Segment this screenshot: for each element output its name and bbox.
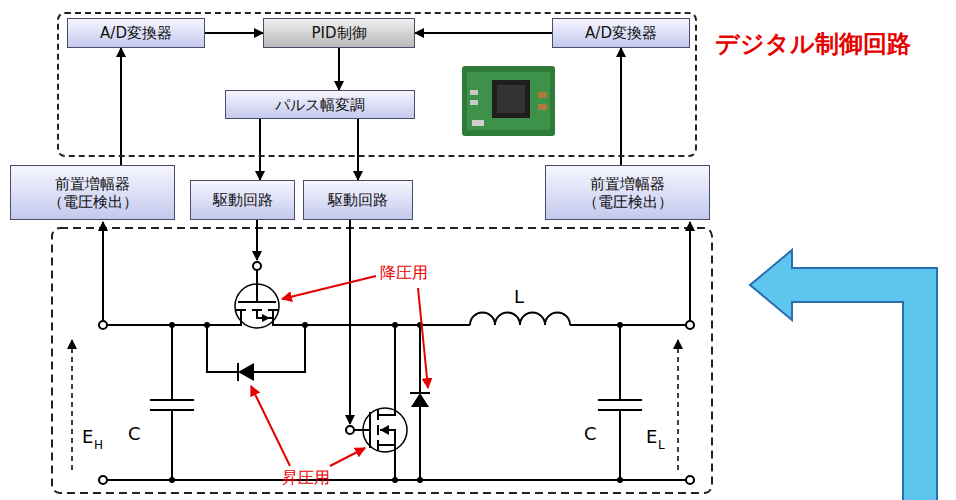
box-label: 駆動回路: [328, 191, 388, 209]
terminals: [99, 262, 694, 484]
signal-arrow: [620, 48, 622, 165]
role-label: 降圧用: [380, 263, 428, 282]
signal-arrow: [357, 119, 359, 180]
voltage-subscript: H: [94, 438, 103, 452]
voltage-subscript: L: [658, 438, 665, 452]
signal-arrow: [338, 48, 340, 90]
modulator-box: パルス幅変調: [225, 90, 415, 119]
part-name: C: [584, 423, 597, 445]
box-label: 前置増幅器 （電圧検出）: [40, 175, 145, 211]
box-label: A/D変換器: [100, 24, 172, 42]
box-label: PID制御: [311, 24, 366, 42]
junction-dots: [169, 322, 623, 483]
region-title: デジタル制御回路: [715, 28, 911, 60]
box-label: 前置増幅器 （電圧検出）: [575, 175, 680, 211]
controller-box: PID制御: [263, 18, 415, 48]
converter-box: A/D変換器: [67, 18, 205, 48]
circuit-region: [52, 228, 712, 493]
signal-arrow: [415, 32, 552, 34]
driver-box: 駆動回路: [190, 180, 295, 220]
amplifier-box: 前置増幅器 （電圧検出）: [545, 165, 710, 220]
box-label: 駆動回路: [213, 191, 273, 209]
circuit-wires: [103, 270, 690, 480]
part-name: L: [514, 286, 524, 308]
box-label: A/D変換器: [585, 24, 657, 42]
signal-arrow: [259, 119, 261, 180]
role-label: 昇圧用: [282, 468, 330, 487]
amplifier-box: 前置増幅器 （電圧検出）: [10, 165, 175, 220]
leader-arrows: [251, 276, 428, 466]
signal-arrow: [120, 48, 122, 165]
voltage-symbol: E: [646, 426, 657, 448]
part-name: C: [128, 423, 141, 445]
signal-arrow: [205, 32, 263, 34]
converter-box: A/D変換器: [552, 18, 690, 48]
box-label: パルス幅変調: [275, 96, 365, 114]
signal-wires: [103, 220, 690, 424]
control-region: デジタル制御回路A/D変換器PID制御A/D変換器パルス幅変調: [57, 12, 697, 157]
voltage-arrows: [72, 340, 678, 470]
flow-arrow: [750, 250, 937, 500]
voltage-symbol: E: [82, 426, 93, 448]
driver-box: 駆動回路: [303, 180, 413, 220]
board-photo: [462, 66, 555, 136]
